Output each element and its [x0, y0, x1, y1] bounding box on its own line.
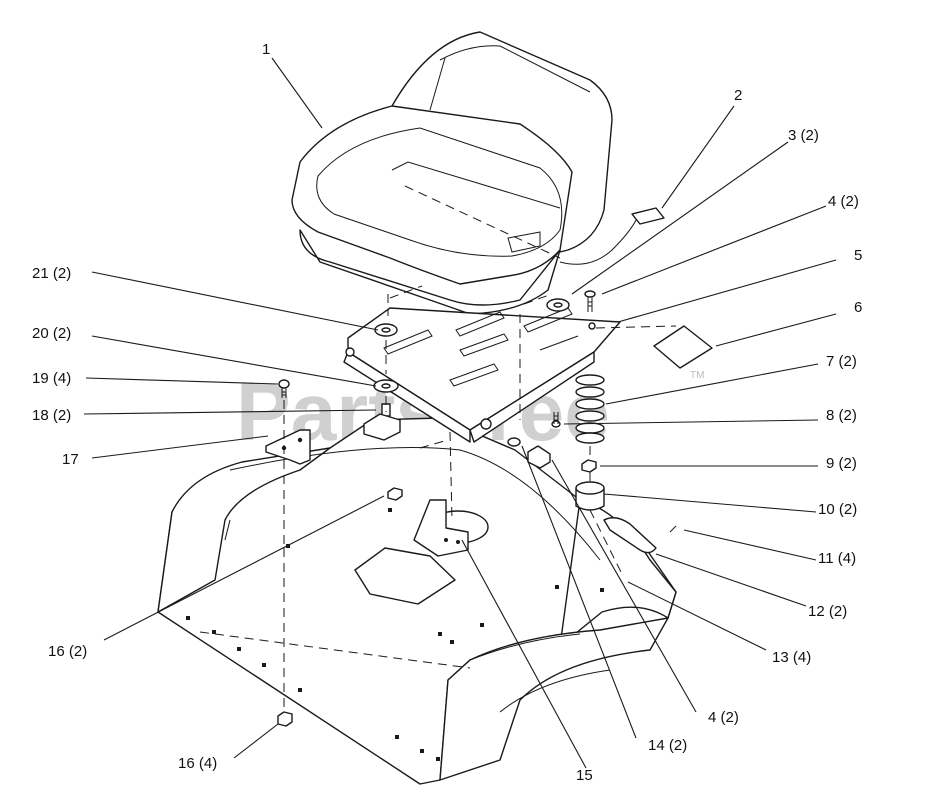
- washer-21: [374, 298, 570, 337]
- callout-15: 15: [576, 767, 593, 784]
- callout-2: 2: [734, 87, 742, 104]
- callout-16-left: 16 (2): [48, 643, 87, 660]
- stud-18: [381, 403, 391, 417]
- plate-12: [603, 517, 657, 554]
- callout-19: 19 (4): [32, 370, 71, 387]
- bumper-10: [575, 481, 605, 511]
- seat-bracket: [343, 285, 621, 443]
- nut-9: [581, 459, 597, 473]
- leader-lines: [83, 57, 837, 769]
- bracket-15: [413, 499, 469, 557]
- spring-7: [575, 374, 605, 444]
- callout-18: 18 (2): [32, 407, 71, 424]
- callout-9: 9 (2): [826, 455, 857, 472]
- washer-20: [373, 379, 399, 393]
- callout-labels: 1 2 3 (2) 4 (2) 5 6 7 (2) 8 (2) 9 (2) 10…: [32, 41, 862, 784]
- callout-6: 6: [854, 299, 862, 316]
- callout-13: 13 (4): [772, 649, 811, 666]
- callout-7: 7 (2): [826, 353, 857, 370]
- callout-4-bottom: 4 (2): [708, 709, 739, 726]
- nut-16-upper: [387, 487, 403, 501]
- callout-3: 3 (2): [788, 127, 819, 144]
- fender-deck: [157, 417, 677, 785]
- callout-21: 21 (2): [32, 265, 71, 282]
- callout-16-bottom: 16 (4): [178, 755, 217, 772]
- callout-10: 10 (2): [818, 501, 857, 518]
- callout-1: 1: [262, 41, 270, 58]
- bracket-17: [265, 413, 401, 465]
- screw-8: [551, 412, 561, 428]
- callout-12: 12 (2): [808, 603, 847, 620]
- bolt-3: [584, 290, 596, 312]
- callout-17: 17: [62, 451, 79, 468]
- callout-20: 20 (2): [32, 325, 71, 342]
- watermark-trademark: TM: [690, 370, 704, 381]
- screw-19: [278, 379, 290, 398]
- callout-8: 8 (2): [826, 407, 857, 424]
- callout-5: 5: [854, 247, 862, 264]
- callout-11: 11 (4): [818, 550, 856, 567]
- callout-14: 14 (2): [648, 737, 687, 754]
- decal: [653, 325, 713, 369]
- callout-4-top: 4 (2): [828, 193, 859, 210]
- assembly-guides: [283, 294, 677, 708]
- seat: [291, 31, 665, 315]
- nut-16-lower: [277, 711, 293, 727]
